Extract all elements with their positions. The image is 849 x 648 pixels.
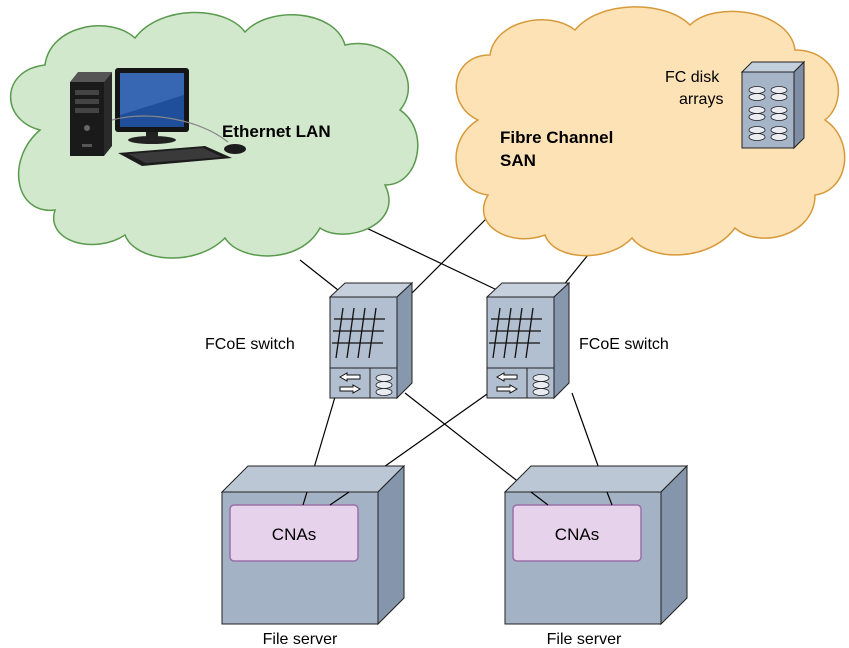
pc-drive-bay-3 (75, 108, 99, 113)
switch-fabric-icon (332, 307, 385, 359)
link-into-server-left-b (329, 491, 350, 506)
monitor-screen-glare (120, 73, 184, 115)
switch-right-side (553, 281, 570, 400)
database-icon (375, 374, 393, 396)
links (299, 209, 613, 506)
link-lan-switch-left (299, 259, 339, 291)
monitor-neck (146, 132, 158, 138)
lan-cloud-label: Ethernet LAN (222, 122, 331, 141)
disk-array-side (793, 60, 805, 150)
switch-left-label: FCoE switch (205, 336, 295, 353)
fcoe-switch-left: FCoE switch (205, 281, 414, 400)
disk-arrays-label-line2: arrays (679, 91, 723, 108)
switch-left-side (396, 281, 413, 400)
link-into-server-right-a (530, 491, 549, 506)
pc-tower-right (104, 72, 112, 156)
san-cloud-label-line1: Fibre Channel (500, 128, 613, 147)
switch-fabric-icon (489, 307, 542, 359)
fc-disk-array-icon (740, 60, 806, 150)
link-san-switch-left (404, 209, 496, 301)
pc-drive-bay-2 (75, 99, 99, 104)
arrows-icon (495, 372, 519, 394)
file-server-left: CNAs File server (220, 464, 406, 648)
link-into-server-left-a (302, 491, 308, 506)
pc-power-button (84, 125, 90, 131)
keyboard-keys (128, 148, 222, 163)
server-right-label: File server (547, 631, 622, 648)
pc-drive-bay-1 (75, 90, 99, 95)
cna-card-right (512, 504, 642, 562)
cna-card-left (229, 504, 359, 562)
san-cloud-label-line2: SAN (500, 151, 536, 170)
cna-card-left-label: CNAs (272, 525, 316, 544)
server-left-label: File server (263, 631, 338, 648)
server-right-side (660, 464, 688, 626)
mouse-cable (111, 115, 229, 143)
server-left-top (220, 465, 406, 493)
desktop-computer-icon (70, 68, 246, 166)
link-lan-switch-right (359, 224, 498, 291)
link-into-server-right-b (606, 491, 613, 506)
lan-cloud-shape (9, 11, 419, 259)
switch-right-label: FCoE switch (579, 336, 669, 353)
pc-front-port (82, 144, 92, 147)
arrows-icon (338, 372, 362, 394)
monitor-stand (128, 136, 176, 144)
server-left-side (377, 464, 405, 626)
file-server-right: CNAs File server (503, 464, 689, 648)
pc-tower-side (70, 72, 112, 82)
links-over-servers (302, 491, 613, 506)
ethernet-lan-cloud: Ethernet LAN (9, 11, 419, 259)
fcoe-switch-right: FCoE switch (485, 281, 669, 400)
server-right-top (503, 465, 689, 493)
disk-array-top (740, 61, 806, 73)
disk-arrays-label-line1: FC disk (665, 69, 720, 86)
mouse (224, 144, 246, 154)
disk-stack-icons (748, 86, 788, 141)
switch-right-front (486, 296, 555, 399)
cna-card-right-label: CNAs (555, 525, 599, 544)
database-icon (532, 374, 550, 396)
